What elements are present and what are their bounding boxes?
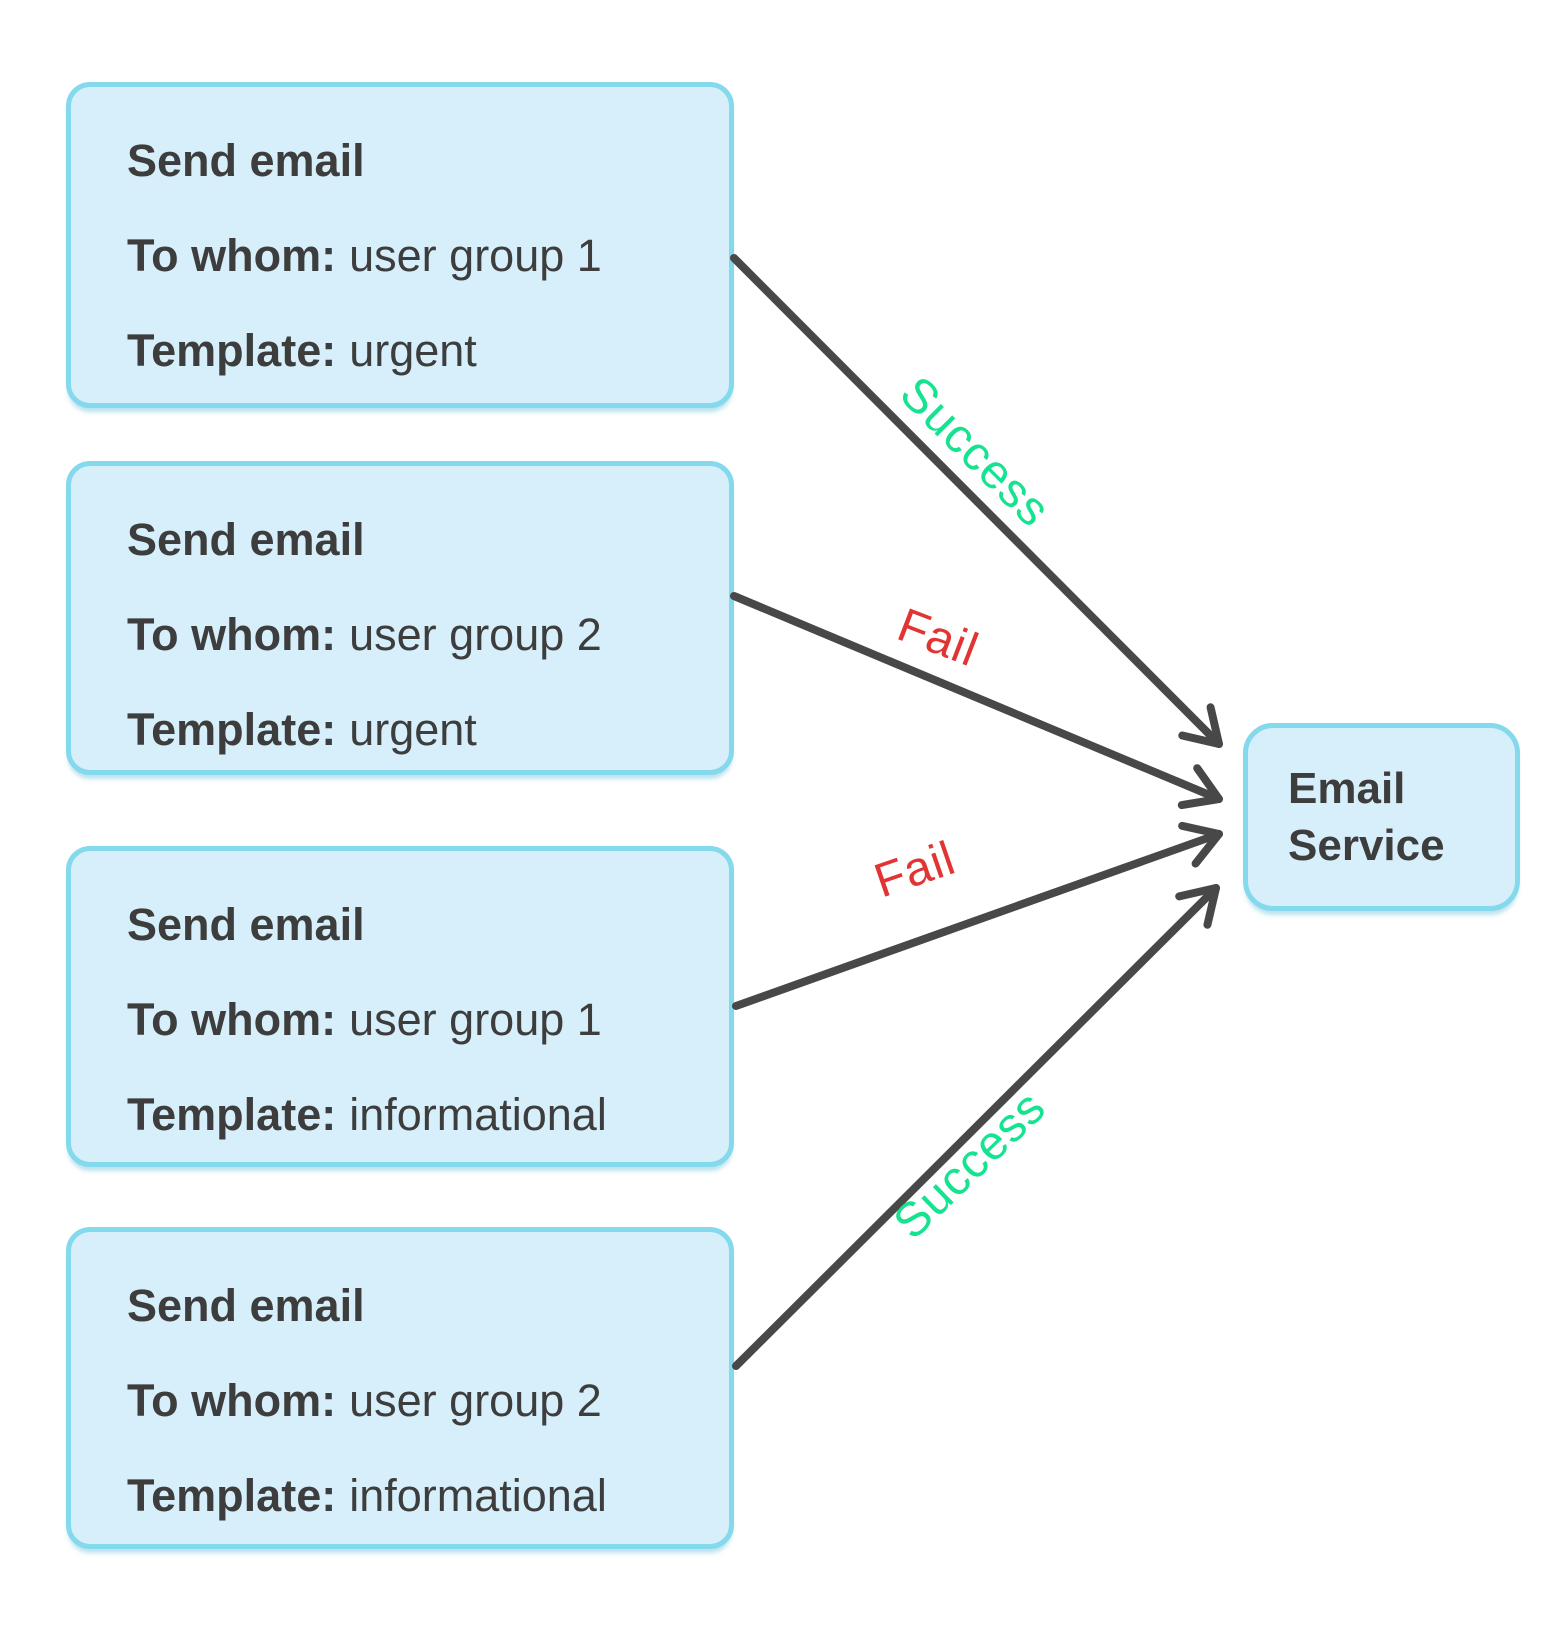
- edge-4-label: Success: [884, 1080, 1056, 1249]
- template-value: informational: [349, 1088, 607, 1140]
- sender-box-1: Send email To whom: user group 1 Templat…: [66, 82, 734, 408]
- sender-4-template-line: Template: informational: [127, 1448, 701, 1543]
- sender-1-to-line: To whom: user group 1: [127, 208, 701, 303]
- email-service-box: Email Service: [1243, 723, 1520, 911]
- to-whom-value: user group 2: [349, 608, 602, 660]
- edge-4-line: [732, 884, 1220, 1370]
- template-value: informational: [349, 1469, 607, 1521]
- sender-3-to-line: To whom: user group 1: [127, 972, 701, 1067]
- template-label: Template:: [127, 1469, 337, 1521]
- edge-3-label: Fail: [868, 832, 962, 909]
- template-label: Template:: [127, 703, 337, 755]
- template-value: urgent: [349, 324, 477, 376]
- to-whom-value: user group 1: [349, 229, 602, 281]
- sender-4-to-line: To whom: user group 2: [127, 1353, 701, 1448]
- edge-1-label: Success: [890, 367, 1061, 538]
- sender-2-template-line: Template: urgent: [127, 682, 701, 777]
- edge-1-line: [730, 254, 1223, 748]
- sender-4-title: Send email: [127, 1279, 365, 1331]
- to-whom-label: To whom:: [127, 993, 337, 1045]
- sender-3-template-line: Template: informational: [127, 1067, 701, 1162]
- sender-1-template-line: Template: urgent: [127, 303, 701, 398]
- sender-3-title: Send email: [127, 898, 365, 950]
- sender-box-4: Send email To whom: user group 2 Templat…: [66, 1227, 734, 1549]
- to-whom-label: To whom:: [127, 608, 337, 660]
- sender-box-2: Send email To whom: user group 2 Templat…: [66, 461, 734, 775]
- edge-2-line: [730, 592, 1223, 810]
- template-value: urgent: [349, 703, 477, 755]
- sender-2-title: Send email: [127, 513, 365, 565]
- template-label: Template:: [127, 324, 337, 376]
- to-whom-value: user group 1: [349, 993, 602, 1045]
- email-service-label: Email Service: [1288, 764, 1445, 870]
- sender-box-3: Send email To whom: user group 1 Templat…: [66, 846, 734, 1167]
- to-whom-label: To whom:: [127, 229, 337, 281]
- sender-1-title: Send email: [127, 134, 365, 186]
- template-label: Template:: [127, 1088, 337, 1140]
- to-whom-label: To whom:: [127, 1374, 337, 1426]
- edge-3-line: [732, 821, 1223, 1010]
- sender-2-to-line: To whom: user group 2: [127, 587, 701, 682]
- to-whom-value: user group 2: [349, 1374, 602, 1426]
